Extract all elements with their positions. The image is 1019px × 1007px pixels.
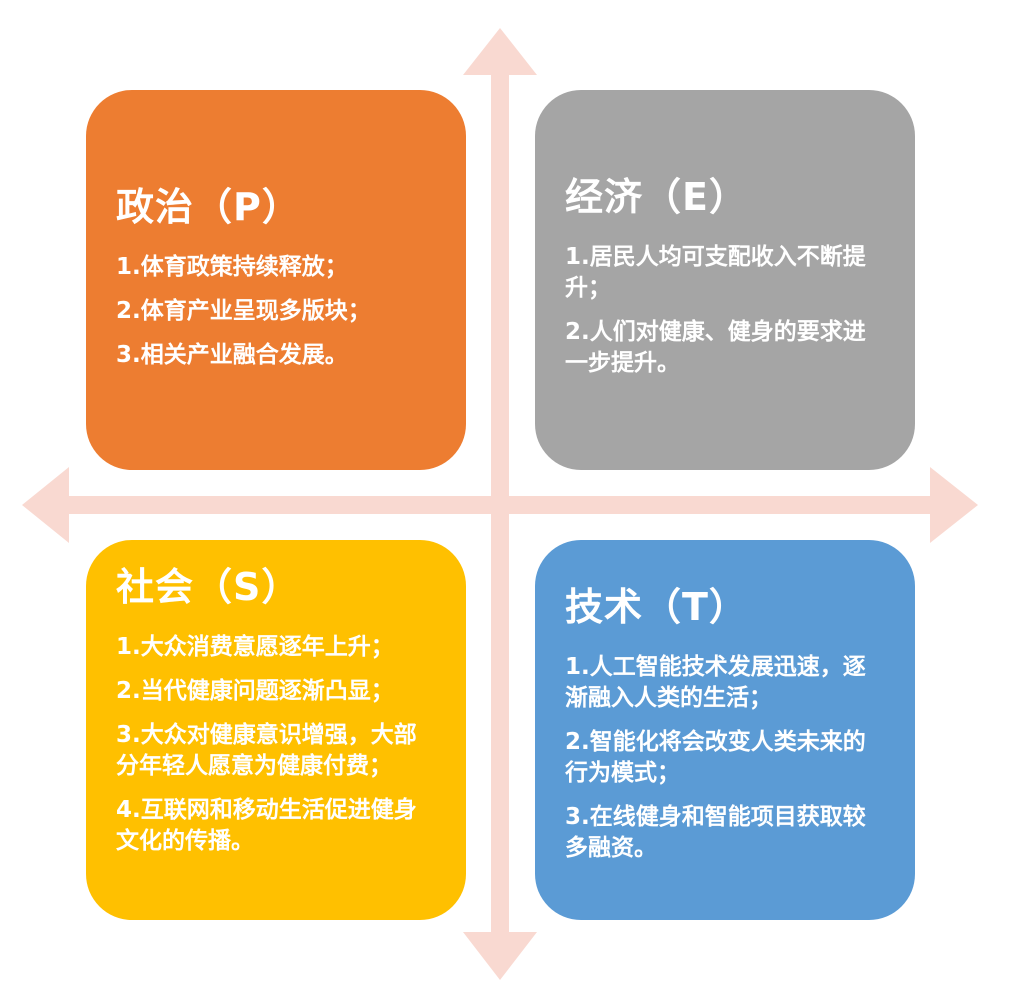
political-item: 3.相关产业融合发展。 — [116, 342, 348, 368]
political-title: 政治（P） — [116, 185, 301, 229]
political-card: 政治（P） 1.体育政策持续释放； 2.体育产业呈现多版块； 3.相关产业融合发… — [86, 90, 466, 470]
political-item: 2.体育产业呈现多版块； — [116, 298, 371, 324]
technology-item: 2.智能化将会改变人类未来的行为模式； — [565, 729, 866, 786]
economic-item: 2.人们对健康、健身的要求进一步提升。 — [565, 319, 866, 376]
social-title: 社会（S） — [116, 565, 301, 609]
economic-card: 经济（E） 1.居民人均可支配收入不断提升； 2.人们对健康、健身的要求进一步提… — [535, 90, 915, 470]
social-item: 1.大众消费意愿逐年上升； — [116, 634, 394, 660]
technology-item: 3.在线健身和智能项目获取较多融资。 — [565, 804, 866, 861]
economic-list: 1.居民人均可支配收入不断提升； 2.人们对健康、健身的要求进一步提升。 — [565, 242, 885, 379]
technology-item: 1.人工智能技术发展迅速，逐渐融入人类的生活； — [565, 654, 866, 711]
economic-title: 经济（E） — [565, 175, 748, 219]
technology-title: 技术（T） — [565, 585, 748, 629]
social-item: 3.大众对健康意识增强，大部分年轻人愿意为健康付费； — [116, 722, 417, 779]
technology-list: 1.人工智能技术发展迅速，逐渐融入人类的生活； 2.智能化将会改变人类未来的行为… — [565, 652, 885, 864]
political-list: 1.体育政策持续释放； 2.体育产业呈现多版块； 3.相关产业融合发展。 — [116, 252, 436, 371]
political-item: 1.体育政策持续释放； — [116, 254, 348, 280]
social-item: 2.当代健康问题逐渐凸显； — [116, 678, 394, 704]
social-card: 社会（S） 1.大众消费意愿逐年上升； 2.当代健康问题逐渐凸显； 3.大众对健… — [86, 540, 466, 920]
social-list: 1.大众消费意愿逐年上升； 2.当代健康问题逐渐凸显； 3.大众对健康意识增强，… — [116, 632, 436, 857]
horizontal-axis-arrow — [22, 467, 978, 543]
social-item: 4.互联网和移动生活促进健身文化的传播。 — [116, 797, 417, 854]
economic-item: 1.居民人均可支配收入不断提升； — [565, 244, 866, 301]
technology-card: 技术（T） 1.人工智能技术发展迅速，逐渐融入人类的生活； 2.智能化将会改变人… — [535, 540, 915, 920]
